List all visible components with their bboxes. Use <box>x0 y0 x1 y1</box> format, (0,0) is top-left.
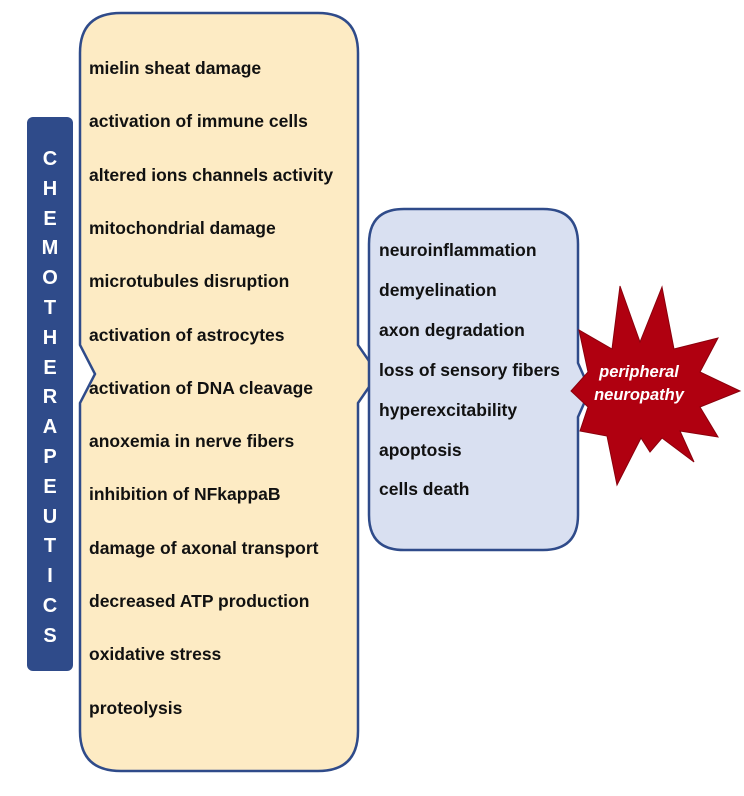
chemotherapeutics-letter: C <box>42 595 58 617</box>
effect-item: cells death <box>379 479 470 500</box>
chemotherapeutics-bar <box>27 117 73 671</box>
outcome-line-2: neuropathy <box>594 386 684 404</box>
cause-item: damage of axonal transport <box>89 537 319 558</box>
chemotherapeutics-letter: S <box>43 624 57 647</box>
effect-item: hyperexcitability <box>379 399 518 420</box>
outcome-label: peripheral neuropathy <box>584 361 694 407</box>
cause-item: activation of immune cells <box>89 111 308 132</box>
chemotherapeutics-letter: M <box>41 237 59 260</box>
cause-item: oxidative stress <box>89 644 222 665</box>
chemotherapeutics-letter: R <box>42 386 58 409</box>
effect-item: apoptosis <box>379 439 462 460</box>
cause-item: mitochondrial damage <box>89 217 276 238</box>
cause-item: proteolysis <box>89 697 183 718</box>
chemotherapeutics-letter: C <box>42 148 58 170</box>
chemotherapeutics-letter: E <box>43 356 57 379</box>
chemotherapeutics-letter: A <box>42 416 58 439</box>
cause-item: inhibition of NFkappaB <box>89 484 281 505</box>
cause-item: activation of astrocytes <box>89 324 285 345</box>
outcome-line-1: peripheral <box>599 363 679 381</box>
chemotherapeutics-letter: H <box>42 326 58 349</box>
chemotherapeutics-letter: E <box>43 475 57 498</box>
chemotherapeutics-letter: I <box>47 565 53 588</box>
effect-item: loss of sensory fibers <box>379 359 560 380</box>
cause-item: activation of DNA cleavage <box>89 377 314 398</box>
chemotherapeutics-letter: H <box>42 177 58 200</box>
causes-box <box>78 11 380 773</box>
chemotherapeutics-letter: U <box>42 505 58 528</box>
effect-item: neuroinflammation <box>379 240 537 260</box>
chemotherapeutics-letter: O <box>42 267 58 290</box>
outcome-starburst <box>570 285 742 487</box>
effect-item: demyelination <box>379 279 497 300</box>
cause-item: decreased ATP production <box>89 591 310 611</box>
effect-item: axon degradation <box>379 319 525 340</box>
chemotherapeutics-letter: E <box>43 207 57 230</box>
effects-box <box>367 207 592 552</box>
cause-item: microtubules disruption <box>89 271 290 292</box>
cause-item: mielin sheat damage <box>89 58 262 78</box>
cause-item: anoxemia in nerve fibers <box>89 431 295 452</box>
chemotherapeutics-letter: P <box>43 446 57 468</box>
chemotherapeutics-letter: T <box>43 535 57 558</box>
cause-item: altered ions channels activity <box>89 164 334 185</box>
chemotherapeutics-letter: T <box>43 297 57 319</box>
